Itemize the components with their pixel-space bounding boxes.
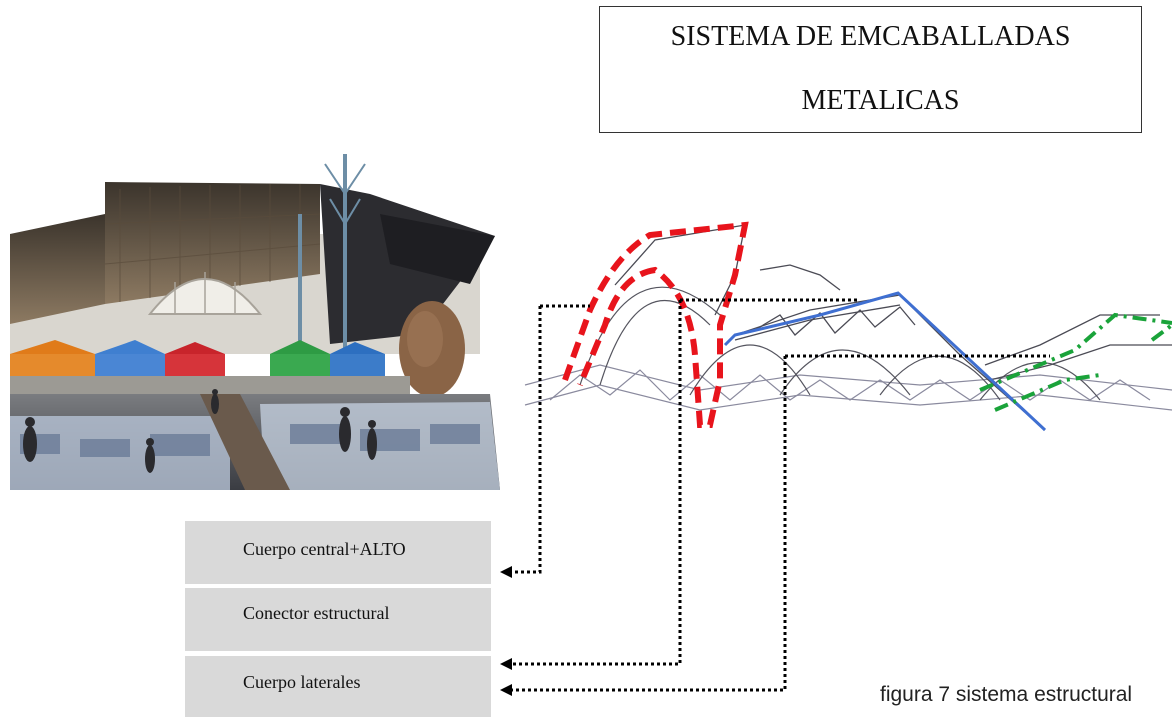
legend-box-connector: Conector estructural: [185, 588, 491, 651]
title-box: SISTEMA DE EMCABALLADAS METALICAS: [599, 6, 1142, 133]
arrowhead-connector: [500, 658, 512, 670]
arrowhead-central: [500, 566, 512, 578]
market-interior-photo: [10, 154, 500, 490]
arrowhead-laterales: [500, 684, 512, 696]
legend-box-central: Cuerpo central+ALTO: [185, 521, 491, 584]
figure-caption: figura 7 sistema estructural: [880, 683, 1133, 706]
roof-truss-structure-drawing: [524, 221, 1172, 432]
title-line-2: METALICAS: [801, 85, 960, 116]
legend-label-laterales: Cuerpo laterales: [243, 672, 361, 692]
legend-box-laterales: Cuerpo laterales: [185, 656, 491, 717]
legend-label-connector: Conector estructural: [243, 603, 390, 623]
title-line-1: SISTEMA DE EMCABALLADAS: [670, 21, 1071, 52]
legend-label-central: Cuerpo central+ALTO: [243, 539, 406, 559]
